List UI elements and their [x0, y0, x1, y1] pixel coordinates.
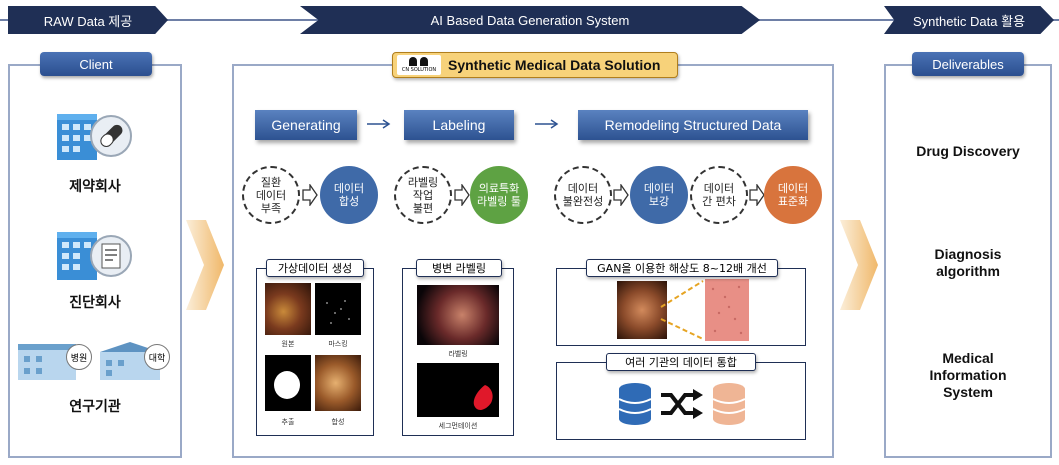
hospital-sign: 병원 — [66, 344, 92, 370]
client-title: Client — [40, 52, 152, 76]
banner-synthetic-use-label: Synthetic Data 활용 — [912, 13, 1026, 29]
gan-lowres-image — [617, 281, 667, 339]
hollow-arrow-icon — [302, 184, 318, 206]
labeling-image — [417, 285, 499, 345]
deliverables-title-label: Deliverables — [932, 56, 1004, 72]
synthetic-data-tag-label: 가상데이터 생성 — [277, 262, 353, 275]
lesion-labeling-tag: 병변 라벨링 — [416, 259, 502, 277]
problem-circle: 라벨링 작업 불편 — [394, 166, 452, 224]
integration-box — [556, 362, 806, 440]
segmentation-image — [417, 363, 499, 417]
step-labeling-label: Labeling — [432, 117, 486, 133]
problem-circle: 데이터 불완전성 — [554, 166, 612, 224]
synthetic-data-box: 원본 마스킹 추출 합성 — [256, 268, 374, 436]
step-labeling: Labeling — [404, 110, 514, 140]
caption-extraction: 추출 — [281, 418, 295, 426]
blue-database-icon — [618, 383, 652, 425]
banner-synthetic-use: Synthetic Data 활용 — [884, 6, 1054, 34]
lesion-labeling-box: 라벨링 세그먼테이션 — [402, 268, 514, 436]
problem-circle: 질환 데이터 부족 — [242, 166, 300, 224]
banner-ai-system: AI Based Data Generation System — [300, 6, 760, 34]
deliverables-title: Deliverables — [912, 52, 1024, 76]
cn-logo-text: CN SOLUTION — [401, 67, 437, 73]
pharma-building-icon — [57, 114, 132, 160]
lesion-labeling-tag-label: 병변 라벨링 — [431, 262, 487, 275]
caption-labeling: 라벨링 — [448, 350, 468, 358]
caption-segmentation: 세그먼테이션 — [438, 422, 478, 430]
arrow-client-to-solution-icon — [186, 220, 224, 310]
gan-tag-label: GAN을 이용한 해상도 8~12배 개선 — [597, 262, 767, 275]
extracted-image — [265, 355, 311, 411]
banner-ai-system-label: AI Based Data Generation System — [430, 12, 630, 28]
original-image — [265, 283, 311, 335]
solution-circle: 데이터 합성 — [320, 166, 378, 224]
integration-tag: 여러 기관의 데이터 통합 — [606, 353, 756, 371]
university-sign: 대학 — [144, 344, 170, 370]
banner-raw-data-label: RAW Data 제공 — [43, 13, 133, 29]
step-generating-label: Generating — [271, 117, 341, 133]
deliverable-drug-discovery: Drug Discovery — [916, 143, 1020, 159]
arrow-solution-to-deliverables-icon — [840, 220, 878, 310]
step-remodeling: Remodeling Structured Data — [578, 110, 808, 140]
synthetic-data-tag: 가상데이터 생성 — [266, 259, 364, 277]
deliverables-panel — [884, 64, 1052, 458]
client-item-research: 연구기관 — [69, 399, 121, 415]
banner-raw-data: RAW Data 제공 — [8, 6, 168, 34]
data-integration-graphic — [618, 383, 746, 425]
solution-circle: 의료특화 라벨링 툴 — [470, 166, 528, 224]
composited-image — [315, 355, 361, 411]
step-generating: Generating — [255, 110, 357, 140]
cn-solution-logo: CN SOLUTION — [397, 55, 441, 75]
masked-image — [315, 283, 361, 335]
arrow-right-icon — [367, 119, 391, 129]
problem-circle: 데이터 간 편차 — [690, 166, 748, 224]
hollow-arrow-icon — [454, 184, 470, 206]
orange-database-icon — [712, 383, 746, 425]
solution-title: Synthetic Medical Data Solution — [448, 57, 661, 73]
step-remodeling-label: Remodeling Structured Data — [604, 117, 782, 133]
hospital-sign-label: 병원 — [70, 353, 88, 364]
hollow-arrow-icon — [613, 184, 629, 206]
caption-masking: 마스킹 — [328, 340, 348, 348]
client-title-label: Client — [79, 56, 113, 72]
solution-circle: 데이터 표준화 — [764, 166, 822, 224]
arrow-right-icon — [535, 119, 559, 129]
client-item-pharma: 제약회사 — [69, 179, 121, 195]
gan-box — [556, 268, 806, 346]
cn-logo-mark-icon — [409, 57, 428, 66]
university-sign-label: 대학 — [148, 353, 166, 364]
hollow-arrow-icon — [749, 184, 765, 206]
deliverable-diagnosis-algorithm: Diagnosis algorithm — [934, 246, 1002, 279]
gan-highres-image — [705, 279, 749, 341]
shuffle-icon — [661, 389, 703, 419]
caption-composite: 합성 — [331, 418, 345, 426]
gan-zoom-lines — [660, 280, 704, 340]
diagnostic-building-icon — [57, 232, 132, 280]
solution-circle: 데이터 보강 — [630, 166, 688, 224]
caption-original: 원본 — [281, 340, 295, 348]
integration-tag-label: 여러 기관의 데이터 통합 — [625, 356, 737, 369]
deliverable-medical-info-system: Medical Information System — [929, 350, 1007, 400]
gan-tag: GAN을 이용한 해상도 8~12배 개선 — [586, 259, 778, 277]
client-item-diagnostic: 진단회사 — [69, 295, 121, 311]
